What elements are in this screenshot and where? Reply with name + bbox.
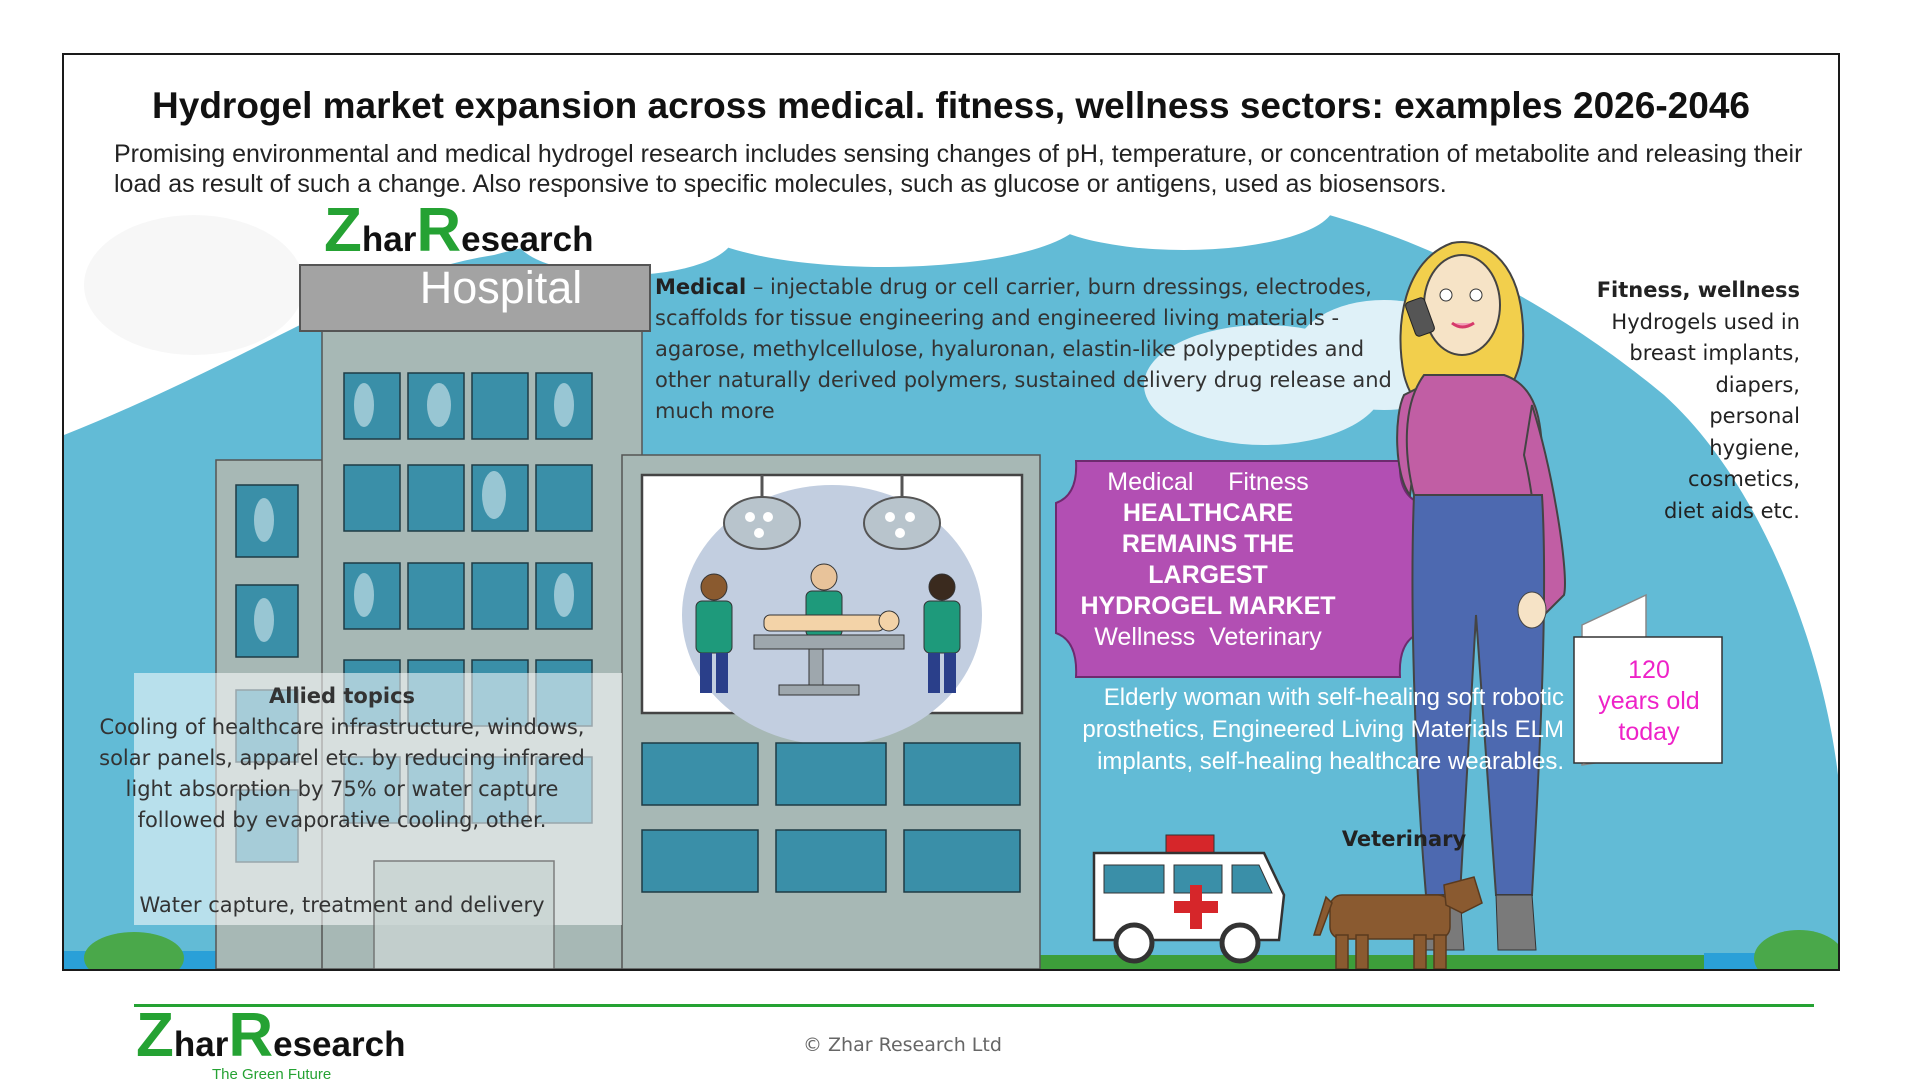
page-title: Hydrogel market expansion across medical… [152, 85, 1750, 126]
fitness-line: diet aids etc. [1663, 498, 1800, 523]
central-market-sign: Medical Fitness HEALTHCARE REMAINS THE L… [1076, 467, 1340, 653]
logo-letter-z: Z [136, 1001, 174, 1070]
fitness-line: Hydrogels used in [1611, 309, 1800, 334]
fitness-line: cosmetics, [1688, 467, 1800, 491]
logo-letter-r: R [228, 1001, 274, 1070]
cloud-left [84, 215, 304, 355]
bush-left [84, 932, 184, 969]
elderly-woman-caption: Elderly woman with self-healing soft rob… [1082, 684, 1564, 775]
age-line-1: 120 [1628, 656, 1670, 684]
hospital-entrance [373, 860, 555, 969]
medical-description: Medical – injectable drug or cell carrie… [655, 272, 1395, 427]
allied-heading: Allied topics [268, 684, 416, 708]
sign-line-2: REMAINS THE [1121, 530, 1295, 558]
fitness-line: hygiene, [1709, 435, 1800, 460]
logo-text-har: har [173, 1025, 229, 1064]
windows-right-wing [641, 742, 1021, 893]
hospital-sign-box [299, 264, 651, 332]
hospital-sign-label: Hospital [419, 262, 583, 313]
fitness-line: personal [1709, 404, 1800, 428]
infographic-frame: Hydrogel market expansion across medical… [62, 53, 1840, 971]
logo-letter-r: R [416, 196, 462, 265]
ambulance-icon [1092, 834, 1286, 964]
operating-table-icon [753, 610, 905, 696]
water-capture-caption: Water capture, treatment and delivery [139, 893, 545, 917]
fitness-wellness-block: Fitness, wellness Hydrogels used in brea… [1544, 275, 1800, 527]
surgical-lamp-left [723, 475, 801, 550]
zhar-logo-top: ZharResearch [324, 195, 593, 266]
allied-text: Cooling of healthcare infrastructure, wi… [99, 715, 585, 832]
veterinary-label: Veterinary [1341, 827, 1467, 851]
sign-line-1: HEALTHCARE [1122, 499, 1294, 527]
sign-top-line: Medical Fitness [1107, 468, 1309, 496]
age-sign-text: 120 years old today [1580, 655, 1718, 748]
cloud-top [514, 160, 1334, 275]
fitness-line: breast implants, [1629, 341, 1800, 365]
logo-text-esearch: esearch [273, 1025, 406, 1064]
logo-tagline: The Green Future [212, 1066, 332, 1083]
sign-line-3: LARGEST [1148, 561, 1268, 589]
medical-text: – injectable drug or cell carrier, burn … [655, 275, 1392, 423]
footer-divider [134, 1004, 1814, 1007]
surgeon-left-icon [695, 573, 733, 693]
cow-icon [1312, 876, 1483, 969]
intro-paragraph: Promising environmental and medical hydr… [114, 140, 1803, 198]
sign-bottom-line: Wellness Veterinary [1094, 623, 1322, 651]
surgeon-right-icon [923, 573, 961, 693]
scene-illustration [64, 160, 1838, 969]
copyright-notice: © Zhar Research Ltd [803, 1034, 1002, 1056]
logo-letter-z: Z [324, 196, 362, 265]
central-sign-shape [1055, 460, 1421, 678]
logo-text-esearch: esearch [461, 220, 594, 259]
age-sign-box [1573, 636, 1723, 764]
zhar-logo-footer: ZharResearch [136, 1000, 405, 1071]
window-glare [254, 383, 574, 642]
allied-topics-block: Allied topics Cooling of healthcare infr… [82, 681, 602, 836]
sign-line-4: HYDROGEL MARKET [1080, 592, 1336, 620]
fitness-line: diapers, [1715, 372, 1800, 397]
medical-heading: Medical [655, 275, 747, 299]
surgical-lamp-right [863, 475, 941, 550]
age-line-3: today [1618, 718, 1680, 746]
fitness-heading: Fitness, wellness [1596, 278, 1800, 302]
logo-text-har: har [361, 220, 417, 259]
bush-right [1754, 930, 1838, 969]
age-line-2: years old [1598, 687, 1700, 715]
